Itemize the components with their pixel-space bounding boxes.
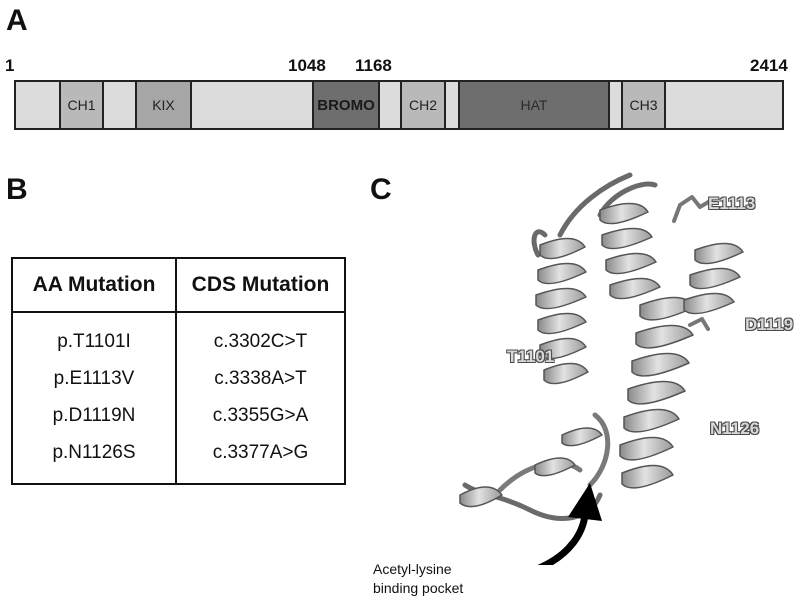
sidechain-e1113 bbox=[672, 195, 712, 223]
cds-mutation-cell: c.3302C>T bbox=[213, 330, 308, 352]
helix-3 bbox=[619, 296, 696, 489]
aa-mutation-cell: p.N1126S bbox=[12, 434, 177, 484]
table-row: p.N1126S c.3377A>G bbox=[12, 434, 345, 484]
panel-label-c: C bbox=[370, 173, 392, 206]
domain-ch1-label: CH1 bbox=[67, 97, 96, 113]
domain-ch3-label: CH3 bbox=[629, 97, 658, 113]
domain-bromo-label: BROMO bbox=[317, 96, 375, 114]
domain-ch3: CH3 bbox=[621, 80, 666, 130]
binding-pocket-arrow bbox=[537, 514, 589, 565]
sidechain-d1119 bbox=[688, 317, 710, 331]
domain-bromo: BROMO bbox=[312, 80, 380, 130]
domain-hat: HAT bbox=[458, 80, 610, 130]
residue-label-n1126: N1126 bbox=[710, 419, 760, 438]
helix-5 bbox=[459, 427, 603, 508]
table-row: p.D1119N c.3355G>A bbox=[12, 397, 345, 434]
protein-domain-bar: CH1 KIX BROMO CH2 HAT CH3 bbox=[14, 80, 784, 130]
residue-label-e1113: E1113 bbox=[708, 194, 756, 213]
helix-2 bbox=[599, 202, 661, 300]
table-row: p.T1101I c.3302C>T bbox=[12, 312, 345, 360]
panel-label-a: A bbox=[6, 4, 28, 37]
table-row: p.E1113V c.3338A>T bbox=[12, 360, 345, 397]
panel-label-b: B bbox=[6, 173, 28, 206]
helix-1 bbox=[535, 237, 589, 385]
cds-mutation-cell: c.3377A>G bbox=[212, 441, 309, 463]
header-aa-mutation: AA Mutation bbox=[12, 258, 177, 313]
domain-ch2-label: CH2 bbox=[408, 97, 437, 113]
mutation-table: AA Mutation CDS Mutation p.T1101I c.3302… bbox=[11, 257, 346, 485]
position-start: 1 bbox=[5, 56, 15, 75]
domain-kix-label: KIX bbox=[152, 97, 175, 113]
cds-mutation-cell: c.3355G>A bbox=[212, 404, 309, 426]
header-cds-mutation: CDS Mutation bbox=[176, 258, 345, 313]
cds-mutation-cell: c.3338A>T bbox=[214, 367, 307, 389]
pocket-label-line1: Acetyl-lysine bbox=[373, 561, 452, 577]
domain-hat-label: HAT bbox=[520, 97, 548, 113]
position-bromo-end: 1168 bbox=[355, 56, 392, 75]
pocket-label-line2: binding pocket bbox=[373, 580, 464, 596]
bromodomain-ribbon-structure bbox=[459, 172, 744, 565]
binding-pocket-arrowhead bbox=[568, 483, 602, 521]
position-end: 2414 bbox=[750, 56, 788, 75]
aa-mutation-cell: p.T1101I bbox=[12, 312, 177, 360]
domain-ch1: CH1 bbox=[59, 80, 104, 130]
residue-label-d1119: D1119 bbox=[745, 315, 794, 334]
loop-bottom bbox=[497, 412, 611, 493]
position-bromo-start: 1048 bbox=[288, 56, 326, 75]
domain-kix: KIX bbox=[135, 80, 192, 130]
helix-4 bbox=[683, 242, 744, 315]
domain-ch2: CH2 bbox=[400, 80, 446, 130]
aa-mutation-cell: p.D1119N bbox=[12, 397, 177, 434]
aa-mutation-cell: p.E1113V bbox=[12, 360, 177, 397]
table-header-row: AA Mutation CDS Mutation bbox=[12, 258, 345, 313]
residue-label-t1101: T1101 bbox=[507, 347, 555, 366]
